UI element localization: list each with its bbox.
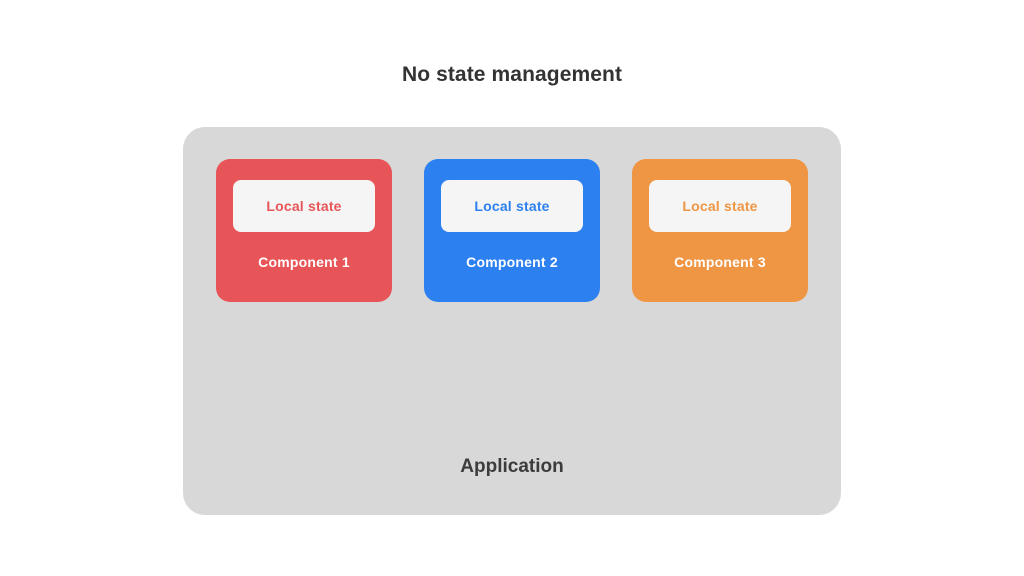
local-state-box-3: Local state bbox=[649, 180, 791, 232]
component-card-2[interactable]: Local state Component 2 bbox=[424, 159, 600, 302]
page-title: No state management bbox=[401, 63, 623, 86]
application-label: Application bbox=[460, 456, 564, 477]
application-container: Local state Component 1 Local state Comp… bbox=[183, 127, 841, 515]
component-card-1[interactable]: Local state Component 1 bbox=[216, 159, 392, 302]
component-card-3[interactable]: Local state Component 3 bbox=[632, 159, 808, 302]
component-label-3: Component 3 bbox=[674, 254, 766, 270]
component-label-1: Component 1 bbox=[258, 254, 350, 270]
local-state-label-1: Local state bbox=[266, 198, 342, 214]
local-state-label-2: Local state bbox=[474, 198, 550, 214]
components-row: Local state Component 1 Local state Comp… bbox=[216, 159, 808, 302]
local-state-box-2: Local state bbox=[441, 180, 583, 232]
local-state-label-3: Local state bbox=[682, 198, 758, 214]
local-state-box-1: Local state bbox=[233, 180, 375, 232]
component-label-2: Component 2 bbox=[466, 254, 558, 270]
